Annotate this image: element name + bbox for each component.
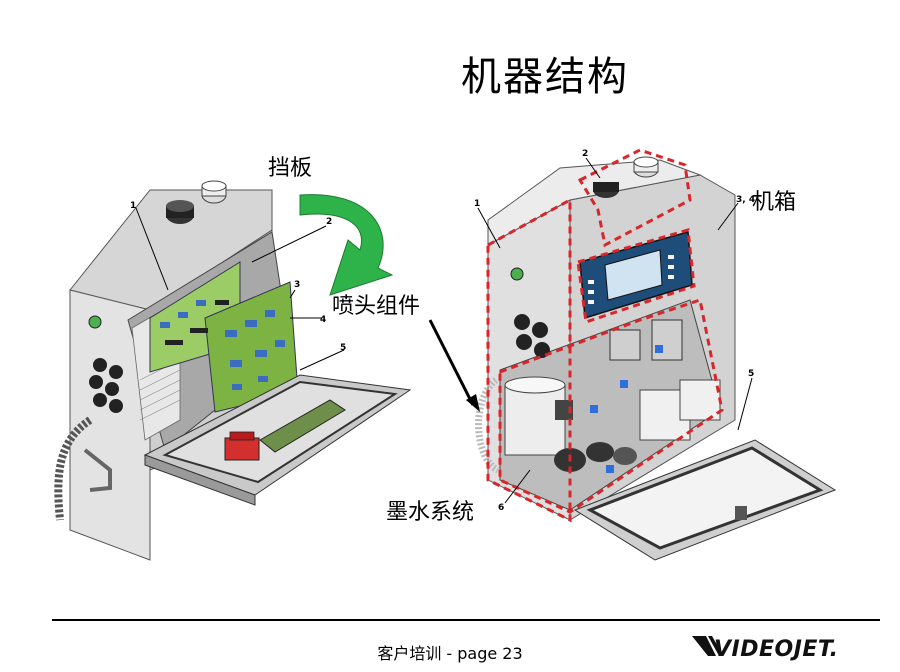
label-cabinet: 机箱 <box>752 190 797 215</box>
right-num-3-4: 3, 4 <box>736 195 755 205</box>
right-cabinet <box>475 156 837 561</box>
footer-divider <box>52 619 880 621</box>
label-printhead-assembly: 喷头组件 <box>332 294 421 319</box>
ink-system-arrow <box>428 319 475 406</box>
left-num-5: 5 <box>340 343 346 353</box>
footer-page-label: 客户培训 - page 23 <box>377 644 523 663</box>
left-conduit <box>54 416 93 521</box>
left-tray <box>143 374 412 506</box>
videojet-logo: VIDEOJET. <box>692 636 839 662</box>
left-num-2: 2 <box>326 217 332 227</box>
right-num-5: 5 <box>748 369 754 379</box>
page-title: 机器结构 <box>461 54 629 100</box>
label-ink-system: 墨水系统 <box>386 500 475 525</box>
right-num-1: 1 <box>474 199 480 209</box>
right-num-2: 2 <box>582 149 588 159</box>
left-vents <box>89 358 123 413</box>
left-leader-lines <box>135 207 345 371</box>
left-num-4: 4 <box>320 315 326 325</box>
right-num-6: 6 <box>498 503 504 513</box>
cover-arrow-icon <box>299 194 394 296</box>
logo-mark-icon <box>692 636 720 656</box>
left-top-caps <box>166 180 227 224</box>
left-num-1: 1 <box>130 201 136 211</box>
label-cover: 挡板 <box>268 156 313 181</box>
right-leader-lines <box>477 157 753 504</box>
left-status-light <box>88 315 102 329</box>
right-dashed-highlights <box>486 148 724 523</box>
logo-wordmark: VIDEOJET. <box>714 637 839 662</box>
left-num-3: 3 <box>294 280 300 290</box>
